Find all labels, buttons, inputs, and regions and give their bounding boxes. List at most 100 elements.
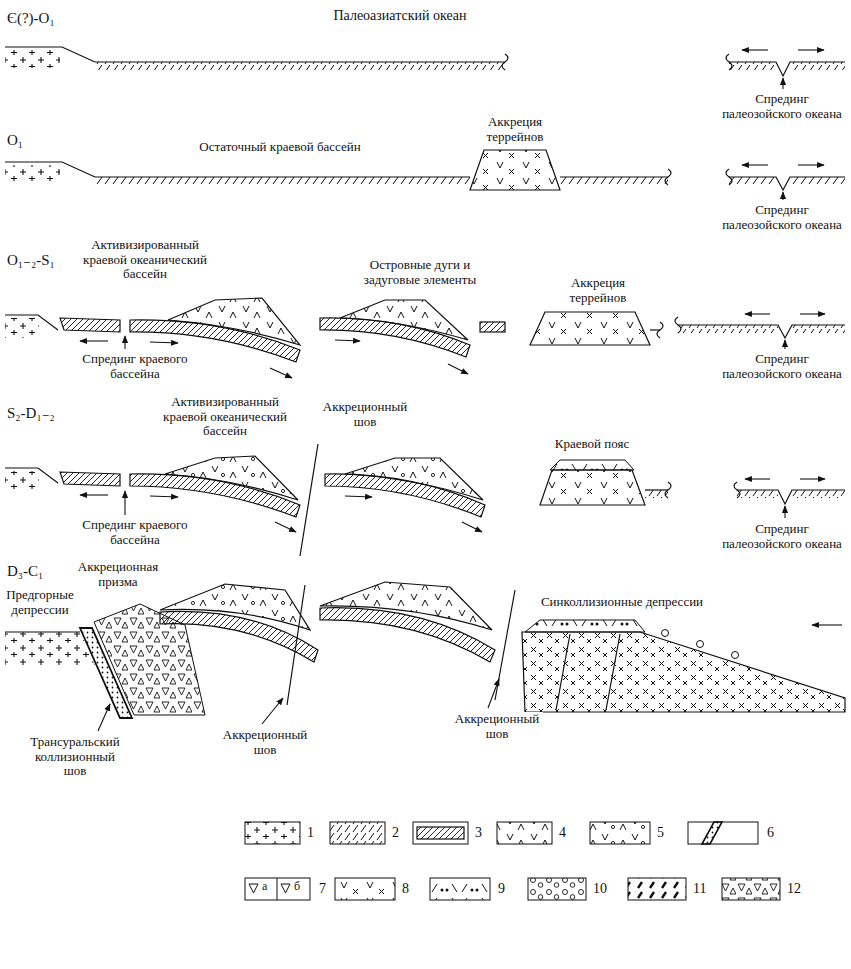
stage-section [800, 478, 825, 479]
annotation-label: Трансуральский коллизионный шов [22, 735, 129, 779]
stage-section [798, 164, 824, 165]
stage-section [95, 61, 505, 62]
stage-section [784, 506, 785, 518]
stage-section [5, 47, 95, 62]
legend-sublabel: а [261, 880, 268, 893]
legend-sample [277, 878, 278, 900]
legend-sample [245, 878, 310, 900]
stage-label: Є(?)-O₁ [6, 10, 56, 27]
legend-sample [245, 822, 780, 900]
stage-section [150, 342, 178, 343]
annotation-label: Остаточный краевой бассейн [198, 140, 361, 155]
stage-section [800, 313, 825, 314]
stage-section [5, 318, 39, 338]
legend-number: 9 [497, 881, 506, 897]
stage-label: D₃-C₁ [6, 563, 44, 580]
stage-section [742, 164, 768, 165]
stage-section [645, 489, 668, 490]
annotation-label: Спрединг палеозойского океана [716, 203, 848, 232]
stage-section [657, 322, 663, 338]
stage-section [732, 652, 739, 659]
stage-section [560, 177, 668, 185]
annotation-label: Спрединг палеозойского океана [716, 352, 848, 381]
stage-section [80, 340, 108, 341]
stage-section [480, 322, 505, 332]
stage-section [530, 312, 650, 345]
stage-section [270, 368, 292, 378]
stage-section [300, 444, 318, 556]
stage-section [5, 162, 95, 177]
stage-section [275, 522, 296, 532]
stage-section [812, 624, 842, 625]
stage-section [5, 471, 39, 491]
stage-section [5, 631, 80, 632]
stage-section [5, 165, 60, 183]
stage-section [550, 460, 634, 470]
stage-section [784, 340, 785, 349]
stage-section [798, 49, 824, 50]
legend-sublabel: б [293, 880, 301, 893]
stage-section [737, 490, 845, 504]
legend-sample [628, 878, 686, 900]
stage-section [60, 472, 120, 486]
stage-section [665, 169, 671, 185]
stage-section [5, 582, 845, 731]
stage-section [287, 585, 305, 705]
stage-section [320, 582, 492, 630]
legend-sample [245, 822, 300, 844]
stage-section [540, 470, 645, 505]
stage-section [556, 634, 570, 710]
stage-section [737, 490, 778, 498]
stage-section [150, 496, 178, 497]
legend-sample [330, 822, 385, 844]
stage-section [488, 679, 499, 708]
annotation-label: Аккреция террейнов [464, 115, 566, 144]
stage-section [60, 318, 120, 332]
stage-section [745, 313, 770, 314]
stage-section [448, 364, 468, 374]
stage-section [729, 177, 776, 185]
stage-section [262, 698, 283, 724]
stage-section [345, 496, 372, 497]
annotation-label: Краевой пояс [554, 437, 630, 452]
legend-number: 6 [766, 825, 775, 841]
legend-number: 10 [592, 881, 608, 897]
stage-section [792, 325, 845, 333]
legend-sample [430, 878, 490, 900]
legend-number: 11 [692, 881, 707, 897]
legend-number: 8 [401, 881, 410, 897]
stage-section [124, 336, 125, 349]
stage-section [678, 325, 845, 338]
stage-section [95, 62, 505, 70]
stage-section [160, 584, 310, 630]
legend-number: 2 [391, 825, 400, 841]
stage-section [470, 150, 560, 190]
stage-label: O₁₋₂-S₁ [6, 252, 56, 269]
legend-sample [722, 878, 780, 900]
stage-section [95, 176, 470, 177]
stage-section [678, 325, 778, 333]
annotation-label: Палеоазиатский океан [332, 8, 467, 24]
legend-sample [688, 822, 758, 844]
stage-section [502, 54, 508, 70]
stage-section [662, 630, 669, 637]
stage-section [522, 632, 845, 712]
stage-section [790, 62, 845, 70]
stage-section [745, 478, 770, 479]
annotation-label: Синколлизионные депрессии [540, 595, 704, 610]
legend-number: 7 [318, 881, 327, 897]
stage-section [729, 62, 845, 76]
stage-section [665, 482, 671, 498]
stage-section [729, 177, 845, 190]
stage-section [124, 491, 125, 515]
stage-section [525, 620, 645, 632]
legend-sample [281, 884, 290, 893]
stage-section [792, 490, 845, 498]
annotation-label: Аккреционная призма [67, 560, 169, 589]
stage-section [697, 641, 704, 648]
stage-section [742, 49, 768, 50]
legend-sample [413, 822, 468, 844]
